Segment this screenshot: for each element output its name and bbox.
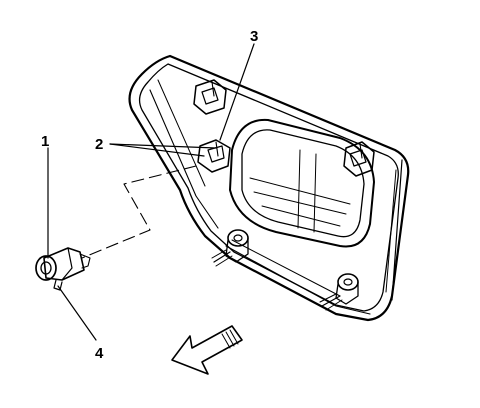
hollow-direction-arrow-icon bbox=[171, 325, 243, 375]
retainer-tab-upper-right bbox=[343, 141, 375, 177]
handle-opening bbox=[229, 118, 375, 248]
alignment-line bbox=[81, 165, 197, 259]
retainer-tab-upper-left bbox=[193, 79, 227, 115]
screw-boss-lower-left bbox=[211, 229, 249, 267]
trim-cap bbox=[35, 247, 91, 291]
bezel-panel bbox=[128, 54, 410, 322]
callout-1: 1 bbox=[41, 133, 49, 150]
screw-boss-lower-right bbox=[319, 273, 359, 311]
callout-2: 2 bbox=[95, 136, 103, 153]
callout-4: 4 bbox=[95, 345, 104, 362]
retainer-tab-left-middle bbox=[197, 139, 231, 173]
callout-3: 3 bbox=[250, 28, 258, 45]
leader-lines bbox=[47, 43, 255, 341]
